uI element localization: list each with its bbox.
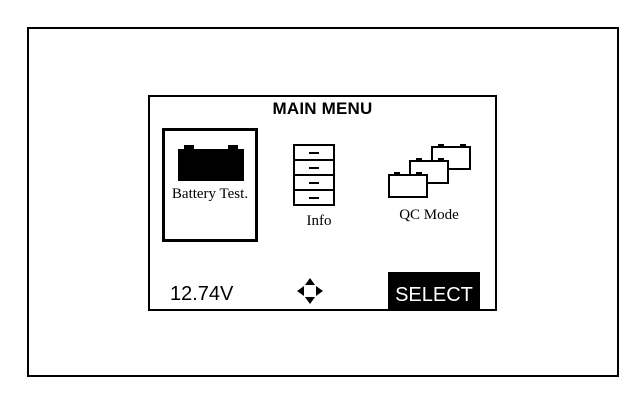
menu-item-label: QC Mode (399, 207, 459, 223)
lcd-screen: MAIN MENU Battery Test. Info (148, 95, 497, 311)
battery-icon (178, 145, 244, 181)
menu-item-label: Battery Test. (171, 186, 249, 202)
stacked-batteries-icon (388, 144, 471, 198)
screen-title: MAIN MENU (272, 99, 373, 118)
menu-item-label: Info (306, 213, 332, 229)
voltage-readout: 12.74V (170, 283, 234, 305)
menu-item-info[interactable]: Info (285, 142, 353, 237)
file-cabinet-icon (293, 144, 335, 206)
select-button[interactable]: SELECT (388, 272, 480, 309)
menu-item-battery-test[interactable]: Battery Test. (162, 128, 258, 242)
four-way-arrows-icon (297, 278, 323, 304)
menu-item-qc-mode[interactable]: QC Mode (380, 142, 478, 237)
